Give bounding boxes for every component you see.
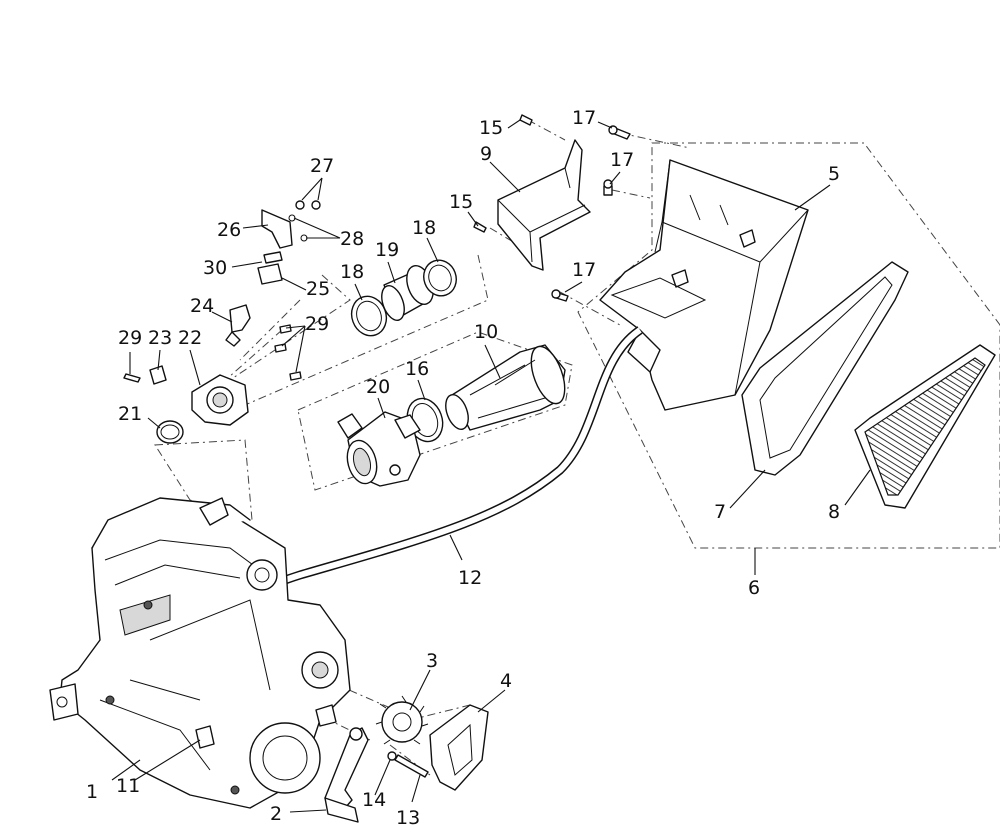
callout-17-top: 17: [572, 107, 596, 129]
callout-18-left: 18: [340, 261, 364, 283]
callout-29-left: 29: [118, 327, 142, 349]
front-sprocket: [375, 695, 429, 745]
callout-21: 21: [118, 403, 142, 425]
callout-labels: 1 2 3 4 5 6 7 8 9 10 11 12 13 14 15 15 1…: [86, 107, 840, 829]
callout-16: 16: [405, 358, 429, 380]
gear-lever: [324, 727, 369, 823]
callout-28: 28: [340, 228, 364, 250]
filter-frame: [741, 261, 909, 476]
callout-15-mid: 15: [449, 191, 473, 213]
callout-26: 26: [217, 219, 241, 241]
bolt-and-washer: [387, 751, 429, 778]
bolts-15-17: [473, 114, 631, 302]
callout-17-low: 17: [572, 259, 596, 281]
callout-6: 6: [748, 577, 760, 599]
callout-8: 8: [828, 501, 840, 523]
small-fittings: [123, 200, 321, 385]
callout-30: 30: [203, 257, 227, 279]
callout-3: 3: [426, 650, 438, 672]
callout-9: 9: [480, 143, 492, 165]
callout-25: 25: [306, 278, 330, 300]
airbox: [599, 159, 809, 411]
callout-23: 23: [148, 327, 172, 349]
callout-22: 22: [178, 327, 202, 349]
callout-18-right: 18: [412, 217, 436, 239]
callout-17-mid: 17: [610, 149, 634, 171]
callout-11: 11: [116, 775, 140, 797]
mounting-bracket: [497, 139, 591, 271]
callout-29-right: 29: [305, 313, 329, 335]
leader-lines: [111, 119, 871, 813]
callout-27: 27: [310, 155, 334, 177]
sprocket-cover: [429, 704, 489, 791]
air-filter: [854, 344, 996, 509]
intake-boot: [445, 344, 566, 431]
callout-1: 1: [86, 781, 98, 803]
callout-2: 2: [270, 803, 282, 825]
callout-13: 13: [396, 807, 420, 829]
callout-4: 4: [500, 670, 512, 692]
callout-15-top: 15: [479, 117, 503, 139]
intake-rubber-and-clamps: [350, 259, 457, 337]
callout-10: 10: [474, 321, 498, 343]
assembly-outlines: [154, 119, 1000, 776]
callout-14: 14: [362, 789, 386, 811]
callout-12: 12: [458, 567, 482, 589]
callout-20: 20: [366, 376, 390, 398]
throttle-body: [337, 411, 421, 487]
callout-24: 24: [190, 295, 214, 317]
intake-flange: [156, 374, 249, 444]
engine-assembly: [49, 497, 351, 809]
callout-19: 19: [375, 239, 399, 261]
callout-5: 5: [828, 163, 840, 185]
callout-7: 7: [714, 501, 726, 523]
